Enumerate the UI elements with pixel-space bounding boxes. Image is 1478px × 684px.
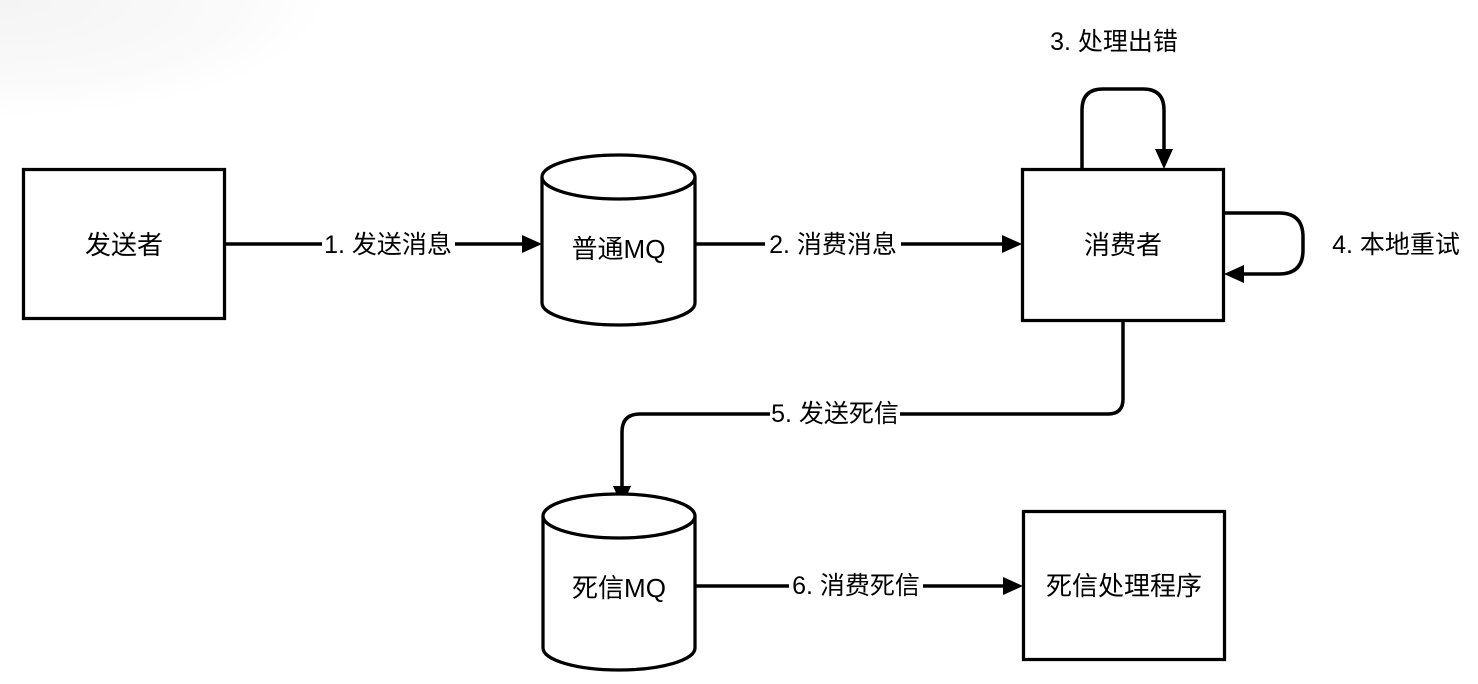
normal-mq-cylinder-top — [540, 153, 697, 201]
dead-mq-cylinder-body — [541, 516, 697, 672]
dead-mq-label: 死信MQ — [572, 573, 666, 603]
dead-letter-handler-node — [1021, 509, 1227, 662]
dead-mq-cylinder — [541, 492, 697, 672]
edges-layer — [224, 87, 1305, 595]
edge-1-arrowhead-icon — [522, 235, 542, 253]
edge-2-label: 2. 消费消息 — [769, 231, 897, 259]
edge-5-line-left — [620, 412, 770, 486]
sender-label: 发送者 — [85, 230, 163, 260]
normal-mq-cylinder-body — [540, 177, 697, 327]
edge-1-label: 1. 发送消息 — [324, 231, 452, 259]
edge-5-line-right — [900, 321, 1125, 416]
consumer-label: 消费者 — [1084, 230, 1162, 260]
edge-4-arrowhead-icon — [1224, 265, 1244, 283]
normal-mq-label: 普通MQ — [572, 234, 666, 264]
edge-4-self-loop-line — [1224, 211, 1305, 276]
edge-4-label: 4. 本地重试 — [1332, 231, 1460, 259]
edge-6-arrowhead-icon — [1003, 577, 1023, 595]
normal-mq-cylinder — [540, 153, 697, 327]
sender-node — [21, 167, 227, 321]
dead-mq-cylinder-top — [541, 492, 697, 540]
nodes-layer — [21, 153, 1227, 672]
edge-5-label: 5. 发送死信 — [771, 400, 899, 428]
dead-letter-handler-label: 死信处理程序 — [1046, 571, 1202, 601]
labels-layer: 发送者 普通MQ 消费者 死信MQ 死信处理程序 1. 发送消息 2. 消费消息… — [85, 28, 1460, 603]
edge-3-self-loop-line — [1080, 87, 1166, 169]
edge-3-label: 3. 处理出错 — [1050, 28, 1178, 56]
consumer-node — [1020, 167, 1226, 323]
edge-6-label: 6. 消费死信 — [792, 572, 920, 600]
edge-3-arrowhead-icon — [1155, 149, 1173, 169]
edge-2-arrowhead-icon — [1002, 235, 1022, 253]
